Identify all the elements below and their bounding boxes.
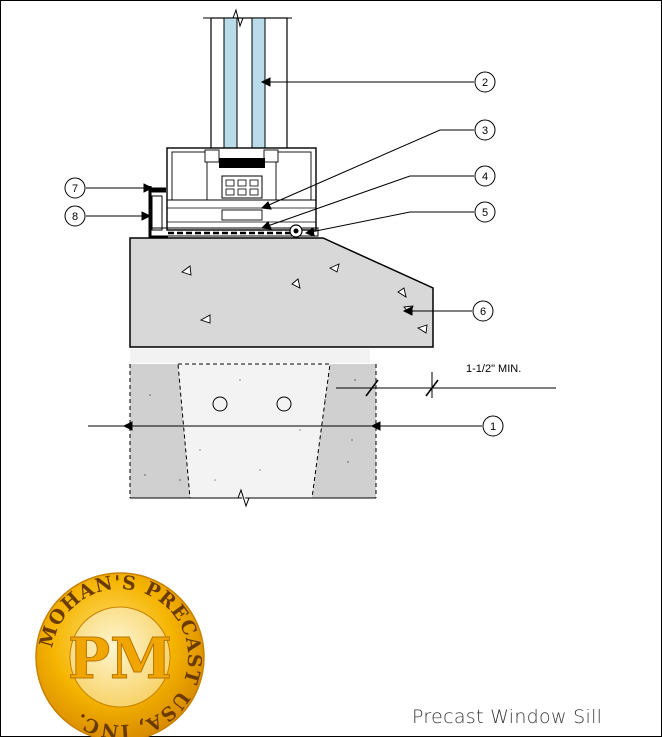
svg-text:7: 7 bbox=[72, 183, 78, 195]
dimension-label: 1-1/2" MIN. bbox=[466, 363, 521, 375]
svg-text:1: 1 bbox=[490, 421, 496, 433]
window-frame bbox=[148, 147, 319, 240]
leader-lines bbox=[86, 77, 482, 431]
svg-text:4: 4 bbox=[482, 171, 488, 183]
bed-joint bbox=[130, 349, 370, 363]
callout-3: 3 bbox=[474, 119, 496, 141]
callout-5: 5 bbox=[474, 201, 496, 223]
svg-text:3: 3 bbox=[482, 125, 488, 137]
svg-text:2: 2 bbox=[482, 77, 488, 89]
callout-1: 1 bbox=[482, 415, 504, 437]
callout-4: 4 bbox=[474, 165, 496, 187]
min-dimension bbox=[336, 372, 556, 398]
callout-6: 6 bbox=[472, 300, 494, 322]
svg-text:6: 6 bbox=[480, 306, 486, 318]
masonry-wall bbox=[129, 363, 377, 508]
callout-2: 2 bbox=[474, 71, 496, 93]
logo-monogram: PM bbox=[68, 626, 172, 692]
callout-8: 8 bbox=[64, 205, 86, 227]
window-glazing bbox=[203, 8, 292, 161]
callout-7: 7 bbox=[64, 177, 86, 199]
svg-text:5: 5 bbox=[482, 207, 488, 219]
company-logo-seal: MOHAN'S PRECAST USA, INC. PM bbox=[35, 572, 205, 737]
drawing-title: Precast Window Sill bbox=[412, 706, 603, 728]
svg-text:8: 8 bbox=[72, 211, 78, 223]
precast-sill bbox=[129, 237, 434, 348]
